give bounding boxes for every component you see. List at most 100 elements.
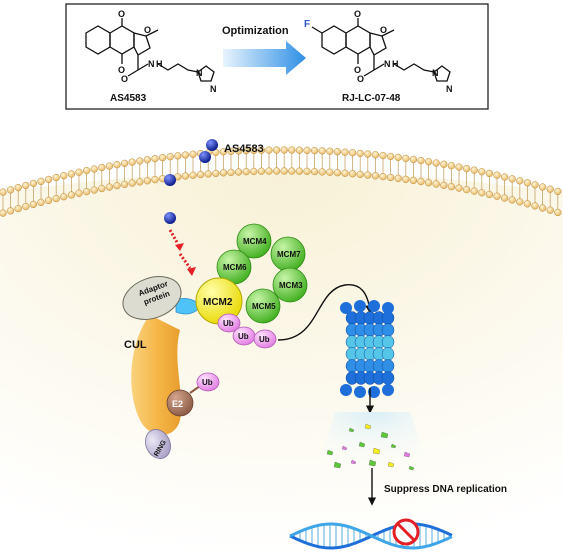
lipid-head-inner — [136, 178, 144, 186]
propyl-chain — [157, 63, 199, 73]
lipid-head-outer — [478, 168, 486, 176]
lipid-head-inner — [432, 180, 440, 188]
lipid-head-outer — [417, 156, 425, 165]
lipid-head-outer — [120, 159, 129, 168]
compound-left-label: AS4583 — [110, 93, 147, 104]
lipid-head-outer — [158, 154, 167, 162]
lipid-head-outer — [0, 188, 7, 196]
lipid-head-outer — [75, 168, 83, 176]
lipid-head-outer — [409, 155, 418, 164]
red-arrowhead-1 — [175, 243, 184, 251]
methyl-bond — [145, 29, 159, 37]
lipid-head-outer — [371, 151, 380, 159]
propyl-chain-right — [393, 63, 435, 73]
amide-n-bond — [137, 63, 149, 71]
red-arrow-1 — [168, 229, 180, 245]
lipid-head-inner — [455, 184, 463, 192]
lipid-head-inner — [440, 181, 448, 189]
mcm7-label: MCM7 — [277, 250, 301, 259]
lipid-head-outer — [538, 183, 547, 191]
proteasome-subunit — [381, 323, 395, 337]
lipid-head-outer — [29, 179, 38, 188]
lipid-head-outer — [257, 146, 266, 154]
lipid-head-outer — [52, 173, 60, 182]
atom-o-amide-right: O — [357, 74, 364, 84]
proteasome-cap — [340, 302, 352, 314]
ubiquitin-3 — [253, 329, 277, 349]
lipid-head-inner — [485, 190, 494, 199]
ub-label-1: Ub — [223, 319, 234, 328]
lipid-head-outer — [462, 164, 471, 173]
lipid-head-outer — [14, 183, 22, 192]
imidazole-ring — [197, 65, 215, 82]
lipid-head-inner — [356, 170, 364, 179]
lipid-head-inner — [508, 196, 516, 204]
lipid-head-inner — [531, 202, 539, 210]
lipid-head-inner — [257, 167, 266, 175]
lipid-head-inner — [105, 183, 114, 191]
as4583-extracellular: AS4583 — [199, 139, 264, 163]
lipid-head-outer — [440, 160, 448, 168]
lipid-head-inner — [212, 169, 220, 177]
lipid-head-outer — [227, 147, 235, 156]
lipid-head-inner — [318, 168, 326, 176]
mcm4-subunit — [236, 223, 272, 259]
lipid-head-inner — [493, 192, 501, 200]
lipid-head-outer — [250, 146, 258, 155]
lipid-head-inner — [22, 202, 30, 211]
mcm5-label: MCM5 — [252, 302, 276, 311]
atom-o-bottom-left: O — [118, 65, 125, 75]
lipid-head-inner — [52, 194, 60, 203]
lipid-head-inner — [120, 180, 129, 189]
optimization-arrow — [223, 41, 306, 75]
lipid-head-outer — [493, 171, 501, 179]
atom-f-right: F — [304, 19, 310, 30]
lipid-head-outer — [280, 146, 288, 154]
lipid-head-outer — [44, 175, 53, 184]
mcm5-subunit — [245, 288, 281, 324]
lipid-head-outer — [181, 151, 190, 159]
lipid-head-inner — [333, 169, 342, 177]
peptide-fragment — [364, 423, 372, 430]
lipid-head-outer — [295, 146, 304, 154]
lipid-head-outer — [356, 149, 364, 158]
drug-label: AS4583 — [224, 143, 264, 155]
prohibition-slash — [396, 522, 416, 542]
cytoplasm — [0, 171, 563, 558]
peptide-fragment — [403, 451, 411, 458]
lipid-head-outer — [242, 147, 250, 155]
lipid-head-outer — [531, 181, 539, 189]
atom-n2-imidazole-right: N — [446, 84, 453, 94]
furan-ring — [133, 32, 151, 56]
degradation-arrow — [277, 284, 374, 341]
lipid-head-inner — [98, 184, 106, 193]
fragment-cone — [318, 412, 430, 470]
atom-o-furan-left: O — [144, 25, 151, 35]
lipid-head-outer — [379, 151, 387, 160]
lipid-head-inner — [470, 187, 478, 195]
lipid-head-outer — [219, 148, 228, 156]
lipid-head-inner — [280, 167, 288, 175]
as4583-structure — [85, 18, 215, 82]
lipid-head-outer — [67, 170, 76, 178]
lipid-head-outer — [508, 175, 516, 183]
proteasome-subunit — [381, 347, 395, 361]
e2-label: E2 — [172, 399, 183, 409]
lipid-head-inner — [478, 189, 486, 197]
peptide-fragment — [372, 447, 381, 455]
drug-molecule — [206, 139, 218, 151]
lipid-head-inner — [554, 208, 562, 217]
lipid-head-outer — [333, 148, 342, 156]
lipid-head-inner — [394, 174, 402, 183]
no-replication-icon — [392, 518, 420, 546]
lipid-head-inner — [67, 191, 76, 199]
lipid-head-outer — [447, 162, 456, 170]
lipid-head-outer — [546, 185, 554, 193]
lipid-head-outer — [37, 177, 45, 186]
lipid-head-inner — [90, 186, 98, 194]
peptide-fragment — [326, 449, 334, 456]
drug-in-membrane — [164, 174, 176, 186]
compound-right-label: RJ-LC-07-48 — [342, 93, 401, 104]
lipid-head-inner — [447, 183, 456, 191]
